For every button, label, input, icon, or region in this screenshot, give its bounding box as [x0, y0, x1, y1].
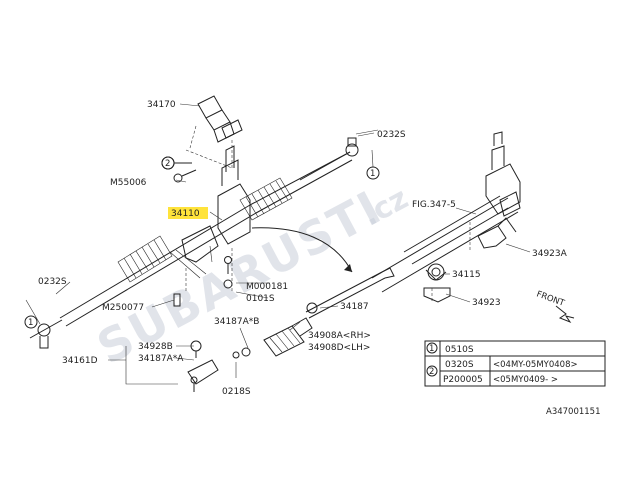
legend-row2b-note: <05MY0409- > [493, 375, 558, 385]
part-labels: 34170 0232S M55006 34110 FIG.347-5 34923… [38, 100, 601, 417]
label-0232s-left[interactable]: 0232S [38, 277, 67, 287]
callout-circle-2 [161, 156, 175, 170]
label-front: FRONT [535, 289, 566, 309]
legend-row1-part: 0510S [445, 345, 474, 355]
callout-2-text: 2 [165, 159, 170, 169]
label-34923a[interactable]: 34923A [532, 249, 568, 259]
label-fig-347-5[interactable]: FIG.347-5 [412, 200, 456, 210]
callouts: 1 2 1 [24, 149, 380, 329]
legend-circle-2 [426, 365, 438, 377]
label-0232s-top[interactable]: 0232S [377, 130, 406, 140]
label-34187[interactable]: 34187 [340, 302, 369, 312]
label-34908a-rh[interactable]: 34908A<RH> [308, 331, 371, 341]
label-34923[interactable]: 34923 [472, 298, 501, 308]
legend-table: 1 0510S 2 0320S <04MY-05MY0408> P200005 … [424, 340, 606, 387]
legend-row2-num: 2 [429, 367, 434, 377]
boot-34908 [232, 317, 313, 359]
label-34115[interactable]: 34115 [452, 270, 481, 280]
callout-1b-text: 1 [28, 318, 33, 328]
sweep-line [251, 227, 353, 273]
label-34928b[interactable]: 34928B [138, 342, 173, 352]
callout-circle-1b [24, 315, 38, 329]
label-34908d-lh[interactable]: 34908D<LH> [308, 343, 370, 353]
label-m55006[interactable]: M55006 [110, 178, 147, 188]
legend-row2b-part: P200005 [443, 375, 483, 385]
label-m250077[interactable]: M250077 [102, 303, 144, 313]
label-34187a-b[interactable]: 34187A*B [214, 317, 259, 327]
legend-row2a-note: <04MY-05MY0408> [493, 360, 578, 370]
inner-tie-rod [305, 267, 395, 319]
label-34187a-a[interactable]: 34187A*A [138, 354, 184, 364]
steering-coupling [185, 95, 243, 169]
legend-row1-num: 1 [429, 344, 434, 354]
diagram-code: A347001151 [546, 407, 601, 417]
label-34161d[interactable]: 34161D [62, 356, 98, 366]
label-34170[interactable]: 34170 [147, 100, 176, 110]
label-34110[interactable]: 34110 [171, 209, 200, 219]
legend-row2a-part: 0320S [445, 360, 474, 370]
label-0101s[interactable]: 0101S [246, 294, 275, 304]
legend-circle-1 [426, 342, 438, 354]
callout-1a-text: 1 [370, 169, 375, 179]
front-arrow [555, 305, 575, 324]
label-0218s[interactable]: 0218S [222, 387, 251, 397]
steering-gear-box [25, 129, 379, 349]
tie-rod-end [187, 340, 219, 392]
rack-sub-assembly [371, 131, 521, 303]
highlight-34110 [168, 207, 208, 219]
label-m000181[interactable]: M000181 [246, 282, 288, 292]
leader-lines [55, 103, 531, 385]
